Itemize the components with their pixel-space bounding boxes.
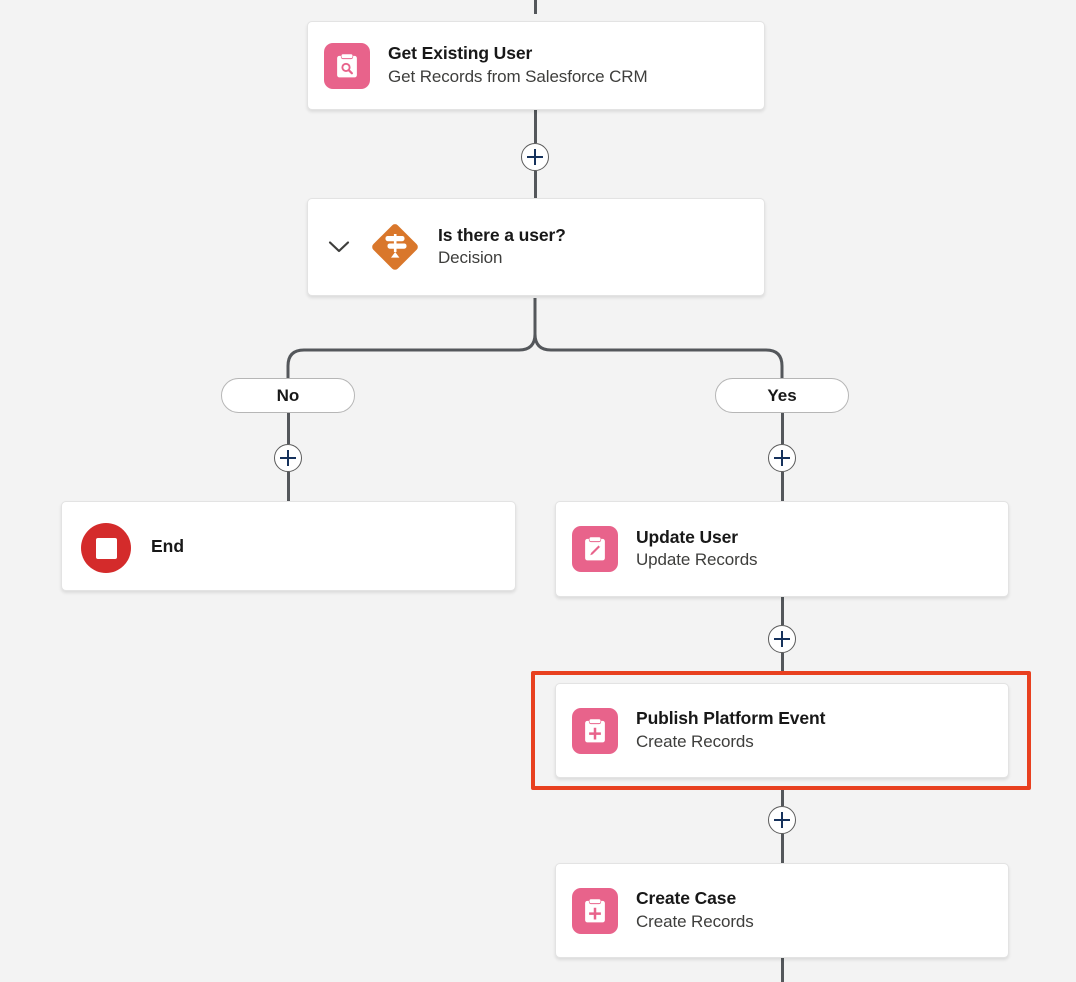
clipboard-search-icon (324, 42, 370, 89)
flow-node-update-user[interactable]: Update User Update Records (555, 501, 1009, 597)
add-element-button[interactable] (521, 143, 549, 171)
branch-label-no[interactable]: No (221, 378, 355, 413)
connector-update-user-to-plus (780, 597, 784, 625)
node-title: Update User (636, 526, 738, 547)
branch-label-text: Yes (767, 385, 797, 405)
branch-label-yes[interactable]: Yes (715, 378, 849, 413)
connector-publish-event-to-plus (780, 786, 784, 806)
stop-circle-icon (81, 523, 131, 573)
connector-plus-to-publish-event (780, 653, 784, 680)
connector-plus-to-create-case (780, 834, 784, 863)
node-subtitle: Get Records from Salesforce CRM (388, 66, 648, 86)
node-subtitle: Create Records (636, 911, 754, 931)
node-title: End (151, 535, 185, 556)
node-title: Create Case (636, 888, 737, 909)
node-title: Publish Platform Event (636, 708, 826, 729)
connector-top (533, 0, 537, 14)
add-element-button[interactable] (768, 625, 796, 653)
connector-plus-to-decision (533, 171, 537, 198)
clipboard-pencil-icon (572, 526, 618, 572)
branch-label-text: No (276, 385, 300, 405)
flow-node-is-there-a-user[interactable]: Is there a user? Decision (307, 198, 765, 296)
chevron-down-icon[interactable] (326, 234, 352, 260)
flow-node-get-existing-user[interactable]: Get Existing User Get Records from Sales… (307, 21, 765, 110)
connector-no-pill-to-plus (286, 412, 290, 444)
add-element-button[interactable] (768, 444, 796, 472)
node-subtitle: Decision (438, 248, 503, 268)
decision-diamond-signpost-icon (368, 220, 422, 274)
flow-node-publish-platform-event[interactable]: Publish Platform Event Create Records (555, 683, 1009, 778)
node-title: Is there a user? (438, 224, 566, 245)
connector-yes-plus-to-update-user (780, 472, 784, 501)
node-title: Get Existing User (388, 43, 533, 64)
connector-yes-pill-to-plus (780, 412, 784, 444)
node-text-group: Create Case Create Records (636, 887, 754, 933)
connector-create-case-bottom (780, 957, 784, 982)
flow-node-end[interactable]: End (61, 501, 516, 591)
clipboard-plus-icon (572, 707, 618, 754)
node-text-group: Is there a user? Decision (438, 224, 566, 270)
add-element-button[interactable] (274, 444, 302, 472)
add-element-button[interactable] (768, 806, 796, 834)
node-subtitle: Create Records (636, 731, 754, 751)
node-subtitle: Update Records (636, 550, 758, 570)
node-text-group: Update User Update Records (636, 526, 758, 572)
connector-no-plus-to-end (286, 472, 290, 501)
node-text-group: End (151, 536, 184, 557)
node-text-group: Publish Platform Event Create Records (636, 707, 825, 753)
node-text-group: Get Existing User Get Records from Sales… (388, 42, 648, 88)
flow-node-create-case[interactable]: Create Case Create Records (555, 863, 1009, 958)
clipboard-plus-icon (572, 887, 618, 934)
connector-get-user-to-plus (533, 110, 537, 143)
